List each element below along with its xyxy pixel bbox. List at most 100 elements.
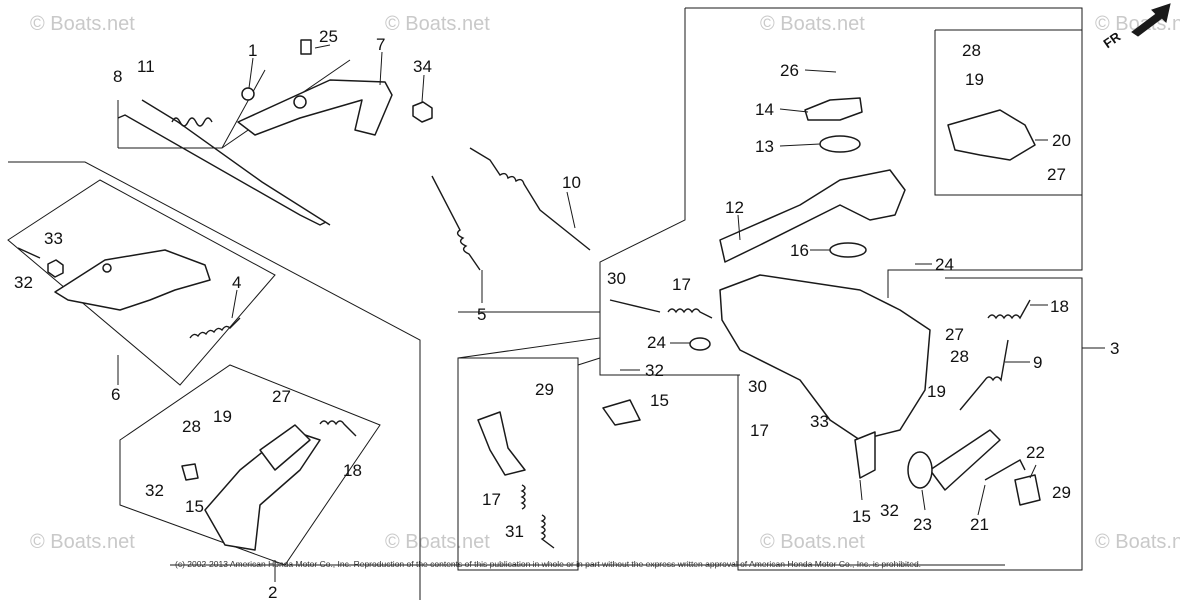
callout-1: 1 [248, 41, 257, 60]
callout-16: 16 [790, 241, 809, 260]
rod-8 [117, 114, 327, 226]
callout-21: 21 [970, 515, 989, 534]
group-3-outline [685, 7, 1083, 298]
callout-13: 13 [755, 137, 774, 156]
arm-2 [259, 424, 311, 471]
callout-15: 15 [650, 391, 669, 410]
clip-22 [1014, 474, 1041, 506]
callout-2: 2 [268, 583, 277, 602]
leader-line [379, 51, 383, 86]
callout-6: 6 [111, 385, 120, 404]
leader-line [248, 57, 254, 89]
watermark-text: © Boats.net [760, 13, 865, 35]
rod-11 [141, 99, 331, 226]
callout-25: 25 [319, 27, 338, 46]
callout-28: 28 [950, 347, 969, 366]
callout-31: 31 [505, 522, 524, 541]
outline-line [599, 8, 686, 312]
callout-29: 29 [1052, 483, 1071, 502]
spring-4 [189, 317, 241, 339]
callout-labels: 1 25 7 34 8 11 10 5 33 32 4 6 27 28 19 1… [14, 27, 1119, 602]
callout-5: 5 [477, 305, 486, 324]
leader-line [977, 484, 986, 516]
group-outlines [7, 7, 1098, 600]
watermark-layer: © Boats.net © Boats.net © Boats.net © Bo… [30, 13, 1180, 553]
leader-line [921, 489, 926, 511]
leader-line [779, 143, 821, 147]
outline-line [577, 357, 601, 366]
callout-19: 19 [927, 382, 946, 401]
callout-30: 30 [607, 269, 626, 288]
callout-27: 27 [945, 325, 964, 344]
bracket-lower [477, 411, 526, 476]
knob-23-cap [907, 451, 933, 489]
spring-9 [959, 339, 1009, 411]
watermark-text: © Boats.net [30, 13, 135, 35]
washer-16 [829, 242, 867, 258]
screw-30 [609, 299, 661, 313]
plate-20 [947, 109, 1036, 161]
watermark-text: © Boats.net [385, 13, 490, 35]
plate-2 [204, 429, 321, 551]
knob-23 [929, 429, 1001, 491]
outline-line [118, 69, 266, 149]
outline-line [599, 338, 740, 376]
leader-line [231, 289, 238, 319]
callout-30: 30 [748, 377, 767, 396]
leader-line [421, 74, 425, 103]
callout-10: 10 [562, 173, 581, 192]
callout-24: 24 [935, 255, 954, 274]
callout-11: 11 [137, 57, 155, 76]
callout-19: 19 [965, 70, 984, 89]
leader-line [737, 214, 741, 241]
callout-17: 17 [672, 275, 691, 294]
callout-28: 28 [962, 41, 981, 60]
callout-29: 29 [535, 380, 554, 399]
leader-lines [231, 44, 1105, 516]
callout-33: 33 [810, 412, 829, 431]
nut-33 [47, 259, 64, 278]
lever-21 [984, 459, 1026, 481]
callout-33: 33 [44, 229, 63, 248]
callout-22: 22 [1026, 443, 1045, 462]
clip-15 [181, 463, 199, 481]
callout-8: 8 [113, 67, 122, 86]
watermark-text: © Boats.net [1095, 531, 1180, 553]
spring-18 [319, 420, 357, 437]
bracket-6-hole [102, 263, 112, 273]
arrow-icon [1131, 3, 1171, 37]
callout-15: 15 [852, 507, 871, 526]
group-lower-outline [457, 357, 579, 571]
spring-18b [987, 299, 1031, 320]
clip-15c [854, 431, 876, 479]
callout-32: 32 [145, 481, 164, 500]
spring-17b [667, 308, 713, 319]
spring-10 [469, 147, 591, 251]
callout-9: 9 [1033, 353, 1042, 372]
watermark-text: © Boats.net [760, 531, 865, 553]
callout-7: 7 [376, 35, 385, 54]
callout-23: 23 [913, 515, 932, 534]
callout-24: 24 [647, 333, 666, 352]
leader-line [314, 44, 331, 49]
callout-27: 27 [272, 387, 291, 406]
clip-15b [602, 399, 641, 426]
callout-3: 3 [1110, 339, 1119, 358]
washer-13 [819, 135, 861, 153]
callout-27: 27 [1047, 165, 1066, 184]
callout-15: 15 [185, 497, 204, 516]
callout-26: 26 [780, 61, 799, 80]
bracket-7-hole [293, 95, 307, 109]
outline-line [737, 277, 1083, 571]
leader-line [566, 191, 576, 229]
callout-18: 18 [343, 461, 362, 480]
copyright-notice: (c) 2002-2013 American Honda Motor Co., … [175, 559, 921, 569]
spring-5 [431, 175, 481, 271]
spring-11 [171, 117, 213, 127]
screw-31 [540, 514, 555, 549]
outline-line [457, 311, 601, 359]
lever-12 [719, 169, 906, 263]
callout-14: 14 [755, 100, 774, 119]
leader-line [1029, 464, 1037, 479]
